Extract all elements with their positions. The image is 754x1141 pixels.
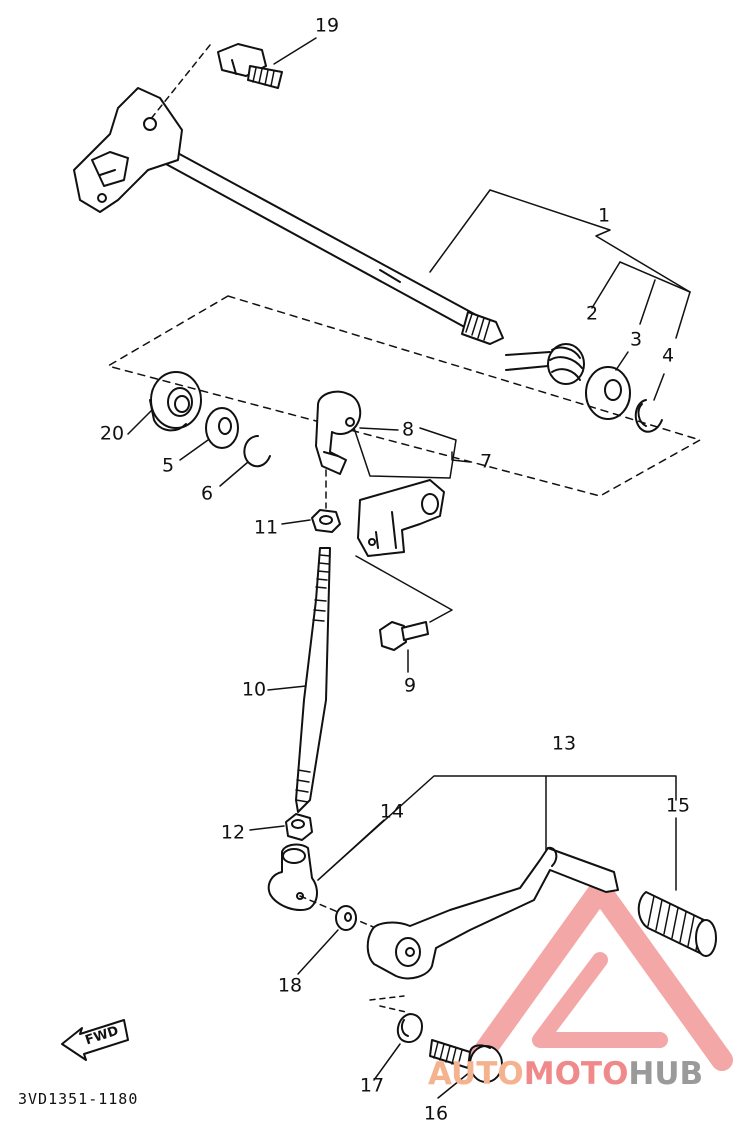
leader-lines [127, 37, 691, 1099]
shift-shaft [73, 87, 504, 345]
bolt-9 [379, 621, 429, 651]
callout-17: 17 [359, 1074, 385, 1097]
callout-1: 1 [597, 204, 611, 227]
watermark-hub: HUB [628, 1056, 704, 1092]
callout-8: 8 [401, 418, 415, 441]
callout-3: 3 [629, 328, 643, 351]
washer-3 [585, 366, 631, 420]
callout-20: 20 [99, 422, 125, 445]
callout-4: 4 [661, 344, 675, 367]
callout-15: 15 [665, 794, 691, 817]
rod-end-14 [267, 843, 318, 912]
callout-16: 16 [423, 1102, 449, 1125]
callout-5: 5 [161, 454, 175, 477]
callout-10: 10 [241, 678, 267, 701]
rubber-15 [637, 891, 717, 957]
nut-11 [311, 509, 341, 533]
washer-5 [205, 407, 239, 449]
rod-10 [295, 547, 331, 813]
callout-13: 13 [551, 732, 577, 755]
watermark-auto: AUTO [428, 1056, 524, 1092]
oil-seal-20 [149, 371, 202, 432]
washer-18 [335, 905, 357, 931]
callout-7: 7 [479, 450, 493, 473]
pivot-bolt-16 [429, 1039, 503, 1083]
spring-2 [505, 343, 585, 385]
diagram-code: 3VD1351-1180 [18, 1090, 139, 1108]
callout-9: 9 [403, 674, 417, 697]
callout-18: 18 [277, 974, 303, 997]
shift-pedal [366, 846, 619, 980]
callout-19: 19 [314, 14, 340, 37]
circlip-17 [396, 1013, 423, 1044]
callout-6: 6 [200, 482, 214, 505]
callout-11: 11 [253, 516, 279, 539]
nut-12 [285, 813, 313, 841]
watermark-logo [467, 879, 733, 1071]
callout-2: 2 [585, 302, 599, 325]
callout-12: 12 [220, 821, 246, 844]
shift-arm [315, 390, 445, 557]
bolt-19 [217, 43, 283, 89]
watermark: AUTOMOTOHUB [428, 1056, 703, 1092]
watermark-moto: MOTO [523, 1056, 629, 1092]
callout-14: 14 [379, 800, 405, 823]
fwd-arrow-icon [61, 1019, 129, 1061]
